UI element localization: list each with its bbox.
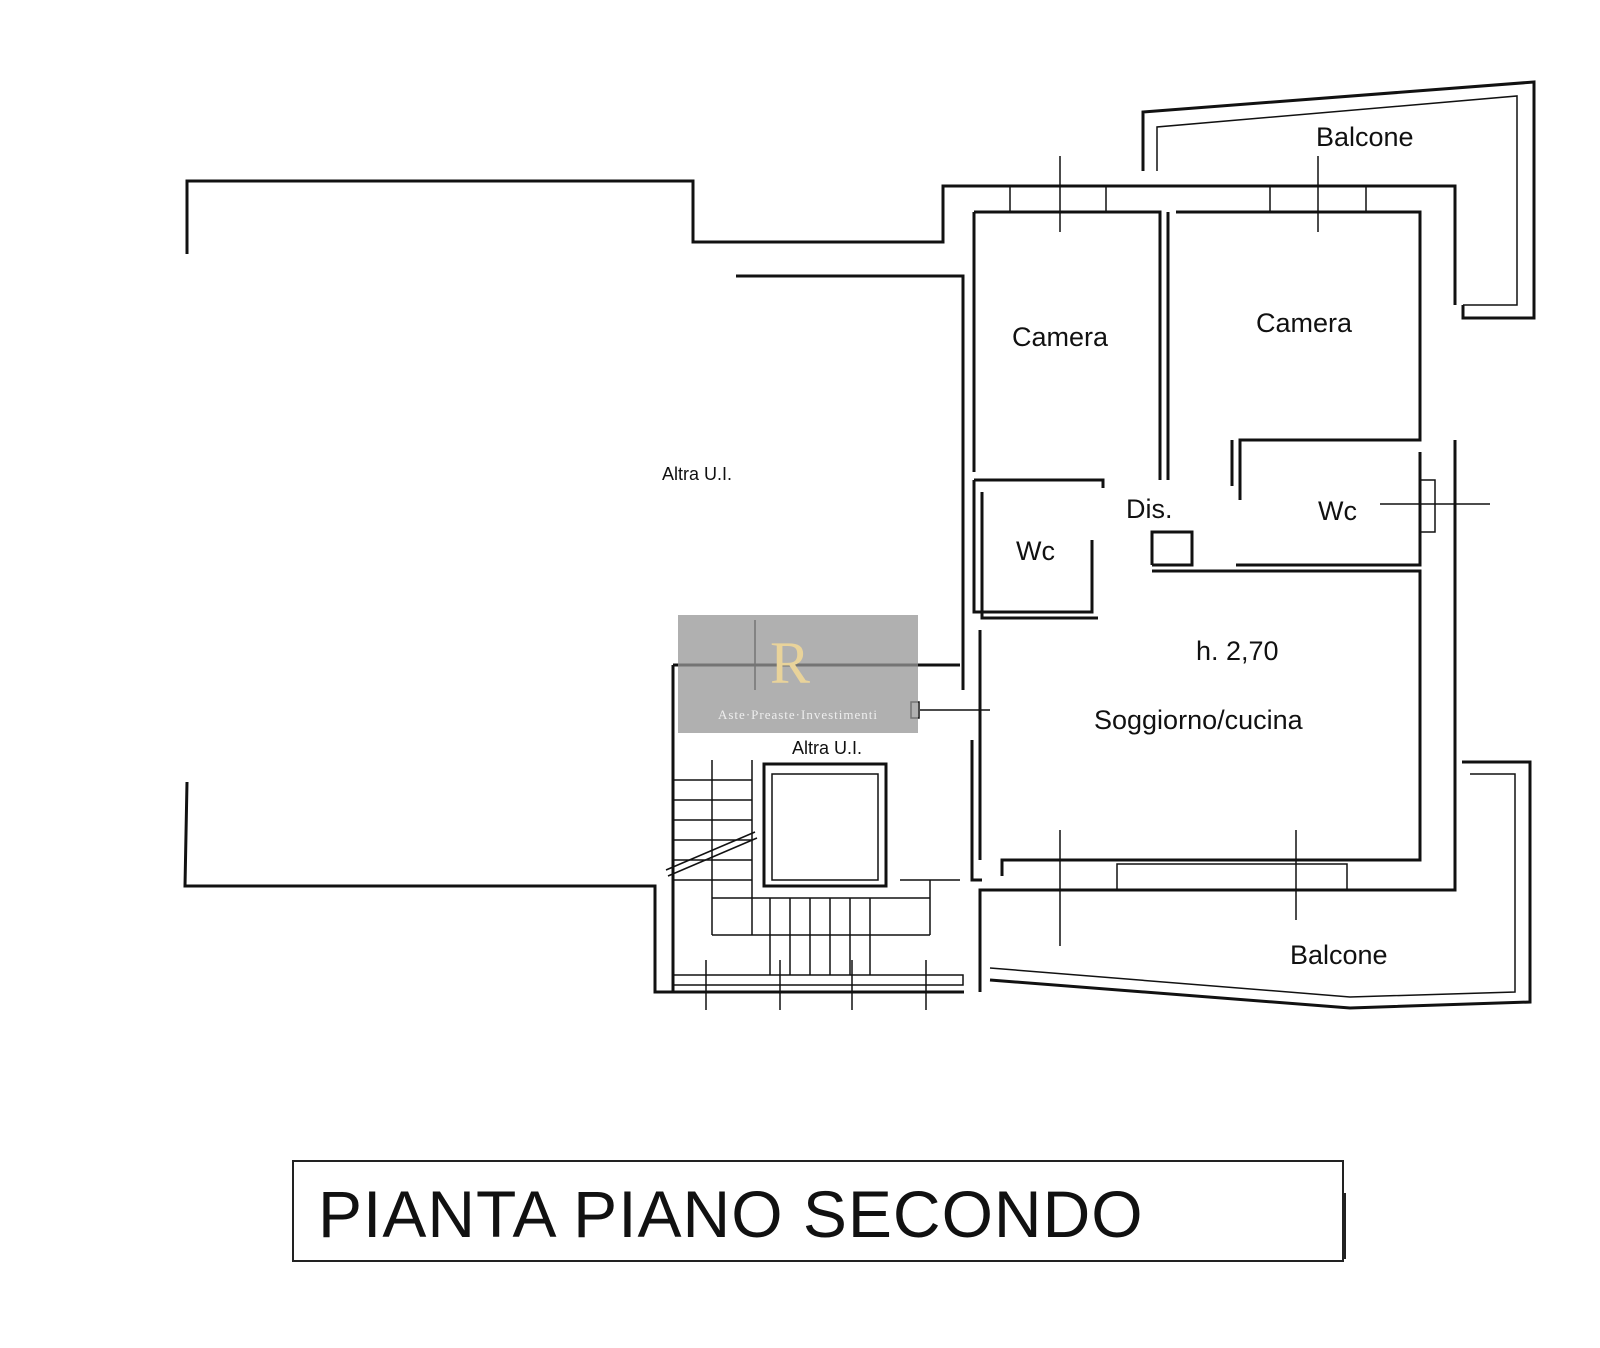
- label-altra-ui: Altra U.I.: [662, 464, 733, 484]
- watermark: R Aste·Preaste·Investimenti: [678, 615, 918, 733]
- label-dis: Dis.: [1126, 494, 1173, 524]
- label-wc-right: Wc: [1318, 496, 1357, 526]
- label-wc-left: Wc: [1016, 536, 1055, 566]
- watermark-logo: R: [770, 630, 811, 696]
- label-camera-right: Camera: [1256, 308, 1353, 338]
- label-altra-ui-2: Altra U.I.: [792, 738, 863, 759]
- plan-title-box: PIANTA PIANO SECONDO: [292, 1160, 1344, 1262]
- label-balcone-top: Balcone: [1316, 122, 1414, 152]
- watermark-text: Aste·Preaste·Investimenti: [717, 707, 878, 722]
- label-balcone-bottom: Balcone: [1290, 940, 1388, 970]
- label-camera-left: Camera: [1012, 322, 1109, 352]
- label-soggiorno: Soggiorno/cucina: [1094, 705, 1303, 735]
- label-height: h. 2,70: [1196, 636, 1279, 666]
- plan-title: PIANTA PIANO SECONDO: [318, 1177, 1144, 1251]
